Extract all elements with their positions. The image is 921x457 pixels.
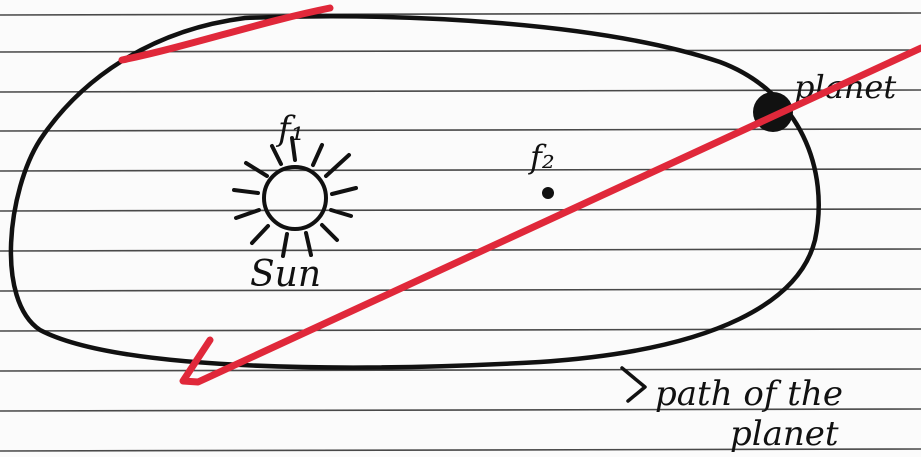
orbit-path bbox=[8, 14, 821, 370]
red-top-stroke bbox=[118, 4, 334, 64]
sun-icon bbox=[232, 136, 358, 258]
red-diagonal-arrow bbox=[179, 44, 921, 386]
sun-label: Sun bbox=[250, 254, 321, 295]
path-pointer-arrow bbox=[620, 366, 647, 403]
focus-2-point bbox=[542, 187, 554, 199]
focus-2-label: f₂ bbox=[528, 138, 555, 176]
path-label-line2: planet bbox=[730, 414, 839, 454]
path-label-line1: path of the bbox=[655, 374, 843, 414]
focus-1-label: f₁ bbox=[275, 109, 304, 149]
